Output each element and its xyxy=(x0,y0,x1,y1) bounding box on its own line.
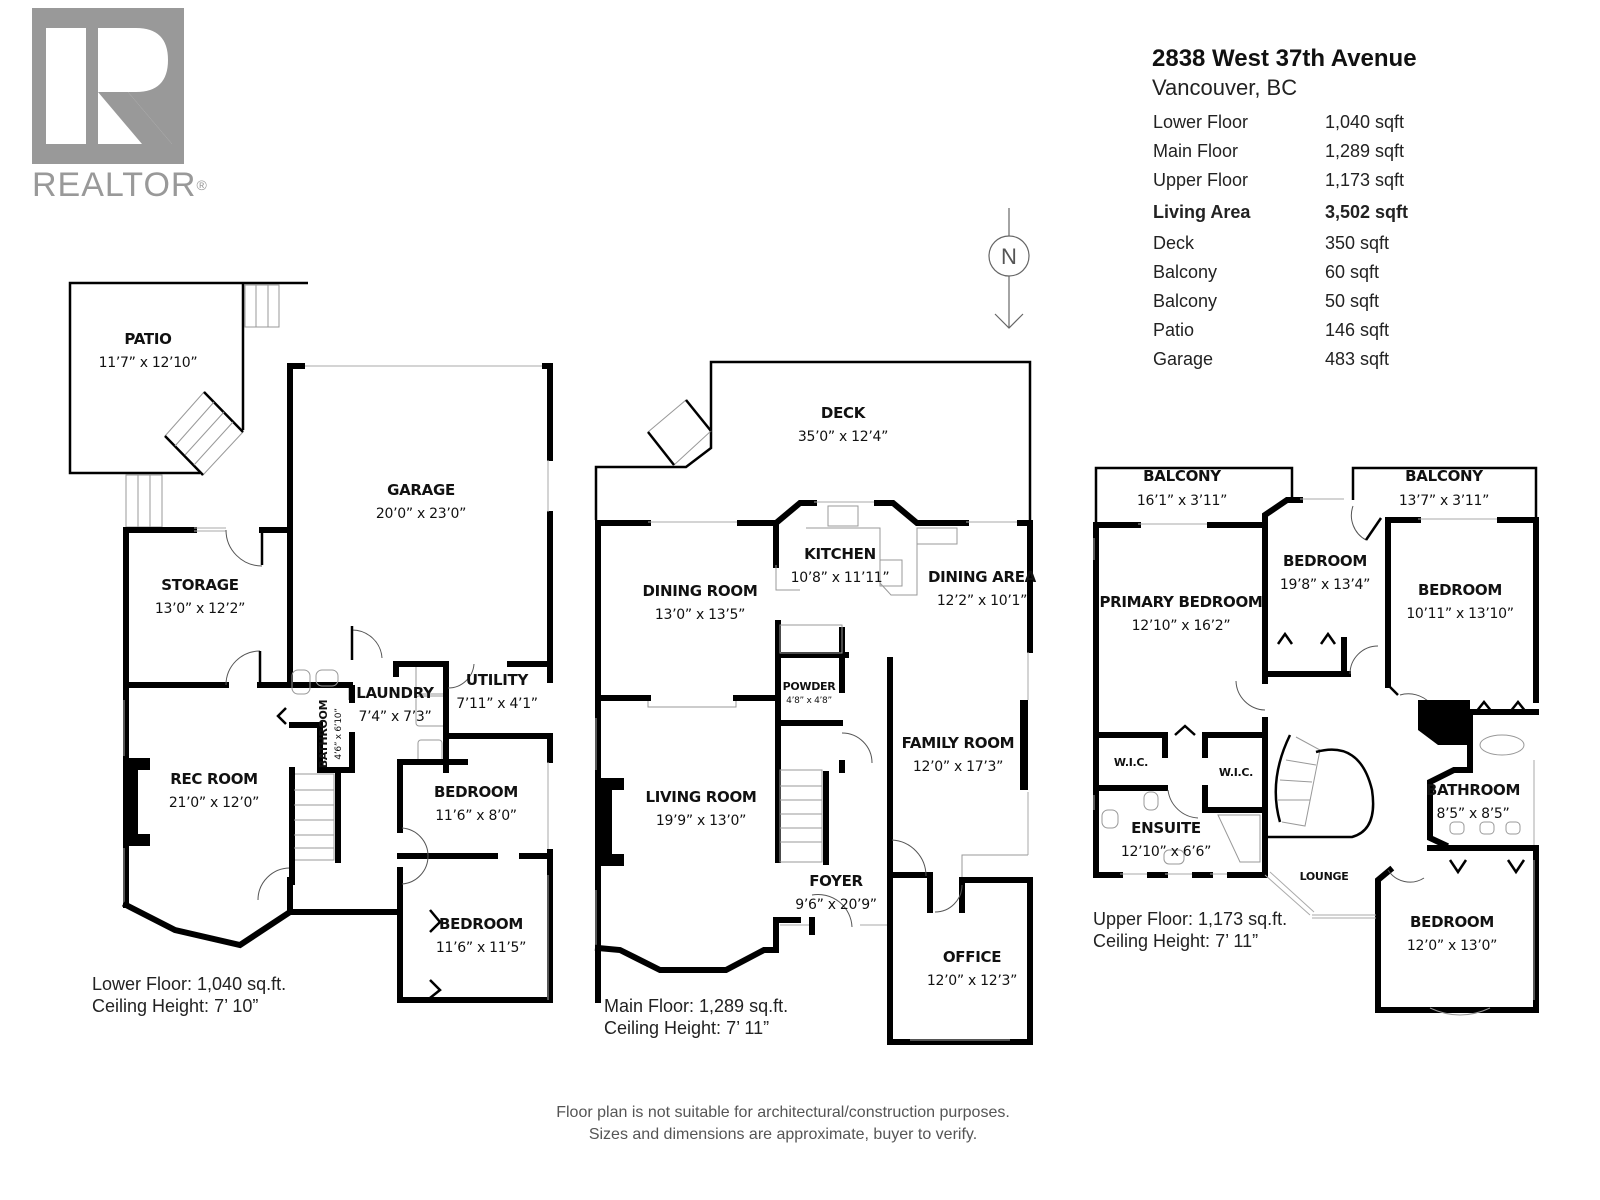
room-dim-laundry: 7’4” x 7’3” xyxy=(359,709,432,725)
room-dim-upper-bedroom-c: 12’0” x 13’0” xyxy=(1407,938,1497,954)
room-dim-primary-bedroom: 12’10” x 16’2” xyxy=(1132,618,1231,634)
room-label-family-room: FAMILY ROOM xyxy=(902,734,1015,752)
room-label-utility: UTILITY xyxy=(466,671,530,689)
realtor-r-icon xyxy=(32,8,184,164)
room-dim-ensuite: 12’10” x 6’6” xyxy=(1121,844,1211,860)
room-label-upper-bedroom-a: BEDROOM xyxy=(1283,552,1367,570)
room-dim-lower-bathroom: 4’6” x 6’10” xyxy=(334,708,344,759)
room-label-upper-bedroom-c: BEDROOM xyxy=(1410,913,1494,931)
room-label-lower-bathroom: BATHROOM xyxy=(317,700,330,768)
room-label-rec-room: REC ROOM xyxy=(170,770,258,788)
room-label-kitchen: KITCHEN xyxy=(804,545,876,563)
main-floor-ceiling: Ceiling Height: 7’ 11” xyxy=(604,1018,769,1038)
realtor-wordmark: REALTOR xyxy=(32,166,197,204)
property-info: 2838 West 37th Avenue Vancouver, BC Lowe… xyxy=(1152,44,1472,374)
room-label-laundry: LAUNDRY xyxy=(356,684,435,702)
room-dim-living-room: 19’9” x 13’0” xyxy=(656,813,746,829)
room-label-patio: PATIO xyxy=(124,330,171,348)
room-label-wic-2: W.I.C. xyxy=(1219,766,1253,779)
room-label-lower-bedroom-1: BEDROOM xyxy=(434,783,518,801)
room-dim-upper-bedroom-b: 10’11” x 13’10” xyxy=(1406,606,1513,622)
room-dim-lower-bedroom-1: 11’6” x 8’0” xyxy=(435,808,517,824)
room-label-deck: DECK xyxy=(821,404,867,422)
room-label-storage: STORAGE xyxy=(161,576,238,594)
disclaimer: Floor plan is not suitable for architect… xyxy=(0,1102,1566,1146)
room-dim-dining-room: 13’0” x 13’5” xyxy=(655,607,745,623)
room-label-primary-bedroom: PRIMARY BEDROOM xyxy=(1099,593,1262,611)
realtor-logo: REALTOR® xyxy=(32,8,207,204)
room-dim-family-room: 12’0” x 17’3” xyxy=(913,759,1003,775)
room-dim-upper-bedroom-a: 19’8” x 13’4” xyxy=(1280,577,1370,593)
lower-floor-ceiling: Ceiling Height: 7’ 10” xyxy=(92,996,258,1016)
room-dim-balcony-2: 13’7” x 3’11” xyxy=(1399,493,1489,509)
property-address: 2838 West 37th Avenue xyxy=(1152,45,1417,72)
room-label-living-room: LIVING ROOM xyxy=(645,788,756,806)
room-dim-utility: 7’11” x 4’1” xyxy=(456,696,538,712)
room-label-wic-1: W.I.C. xyxy=(1114,756,1148,769)
room-dim-storage: 13’0” x 12’2” xyxy=(155,601,245,617)
north-compass-icon: N xyxy=(988,208,1030,329)
room-label-garage: GARAGE xyxy=(387,481,455,499)
property-city: Vancouver, BC xyxy=(1152,75,1298,100)
registered-mark: ® xyxy=(196,177,208,193)
room-dim-lower-bedroom-2: 11’6” x 11’5” xyxy=(436,940,526,956)
lower-floor-plan: PATIO 11’7” x 12’10” GARAGE 20’0” x 23’0… xyxy=(68,281,553,1016)
room-dim-kitchen: 10’8” x 11’11” xyxy=(791,570,890,586)
room-label-dining-area: DINING AREA xyxy=(928,568,1037,586)
compass-label: N xyxy=(1001,244,1017,269)
room-label-lower-bedroom-2: BEDROOM xyxy=(439,915,523,933)
lower-floor-summary: Lower Floor: 1,040 sq.ft. xyxy=(92,974,286,994)
room-dim-garage: 20’0” x 23’0” xyxy=(376,506,466,522)
room-dim-rec-room: 21’0” x 12’0” xyxy=(169,795,259,811)
disclaimer-line-1: Floor plan is not suitable for architect… xyxy=(556,1104,1010,1121)
room-label-upper-bathroom: BATHROOM xyxy=(1426,781,1520,799)
room-dim-foyer: 9’6” x 20’9” xyxy=(795,897,877,913)
room-dim-dining-area: 12’2” x 10’1” xyxy=(937,593,1027,609)
upper-floor-ceiling: Ceiling Height: 7’ 11” xyxy=(1093,931,1258,951)
main-floor-summary: Main Floor: 1,289 sq.ft. xyxy=(604,996,788,1016)
room-label-powder: POWDER xyxy=(783,680,837,693)
room-label-balcony-2: BALCONY xyxy=(1405,467,1484,485)
room-label-upper-bedroom-b: BEDROOM xyxy=(1418,581,1502,599)
room-dim-deck: 35’0” x 12’4” xyxy=(798,429,888,445)
room-label-balcony-1: BALCONY xyxy=(1143,467,1222,485)
room-label-lounge: LOUNGE xyxy=(1300,870,1349,883)
upper-floor-plan: BALCONY 16’1” x 3’11” BALCONY 13’7” x 3’… xyxy=(1093,466,1539,1016)
room-dim-office: 12’0” x 12’3” xyxy=(927,973,1017,989)
room-label-office: OFFICE xyxy=(943,948,1001,966)
disclaimer-line-2: Sizes and dimensions are approximate, bu… xyxy=(588,1126,978,1143)
room-label-foyer: FOYER xyxy=(809,872,863,890)
room-dim-upper-bathroom: 8’5” x 8’5” xyxy=(1437,806,1510,822)
room-dim-powder: 4’8” x 4’8” xyxy=(786,696,832,706)
room-dim-patio: 11’7” x 12’10” xyxy=(99,355,198,371)
main-floor-plan: DECK 35’0” x 12’4” KITCHEN 10’8” x 11’11… xyxy=(594,360,1037,1045)
upper-floor-summary: Upper Floor: 1,173 sq.ft. xyxy=(1093,909,1287,929)
room-label-ensuite: ENSUITE xyxy=(1131,819,1201,837)
room-dim-balcony-1: 16’1” x 3’11” xyxy=(1137,493,1227,509)
room-label-dining-room: DINING ROOM xyxy=(643,582,758,600)
